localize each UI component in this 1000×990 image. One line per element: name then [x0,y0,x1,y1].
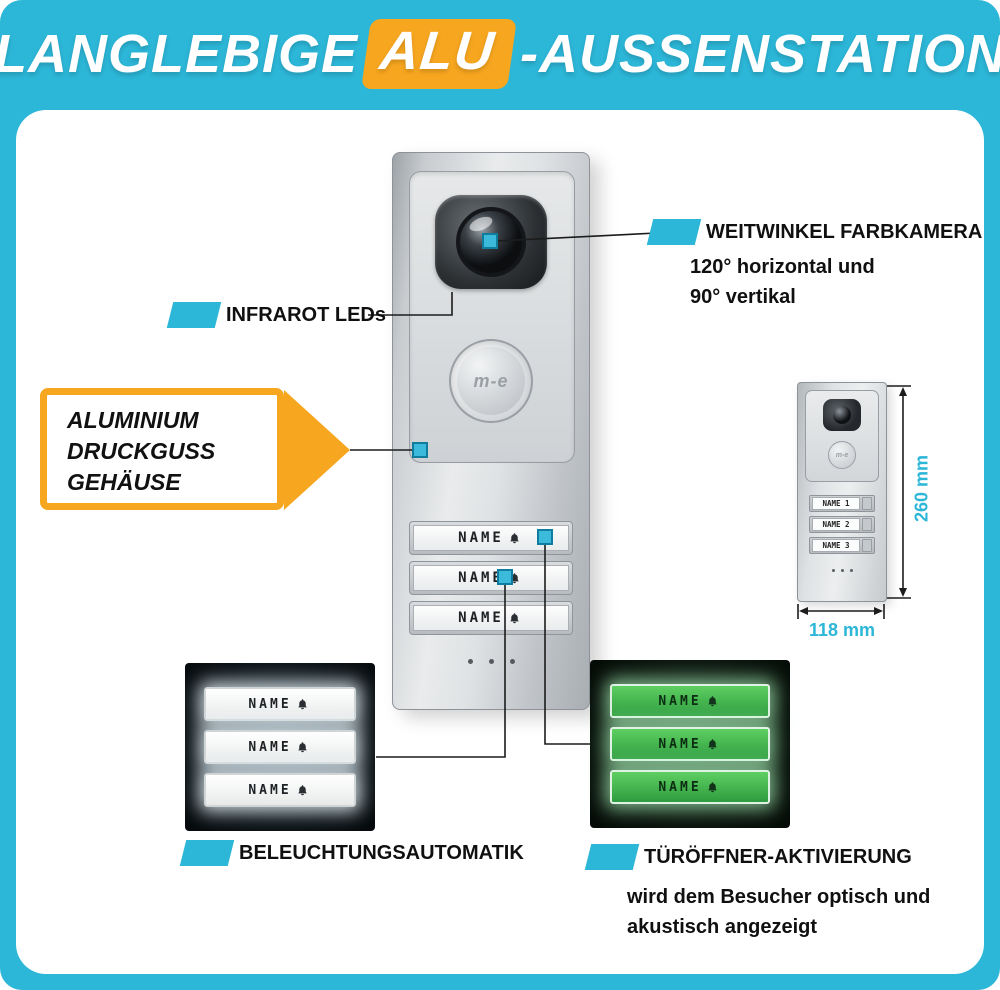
nameplate-window: NAME [413,565,569,591]
mini-door-station: m-e NAME 1 NAME 2 NAME 3 [797,382,887,602]
callout-camera: WEITWINKEL FARBKAMERA [646,219,983,245]
aluminium-arrow [284,390,350,510]
aluminium-line-2: DRUCKGUSS [67,438,216,464]
nameplate-label: NAME [658,736,702,752]
callout-accent [584,844,640,870]
callout-accent [646,219,702,245]
callout-accent [179,840,235,866]
mini-camera-lens [833,406,851,424]
title-part-1: LANGLEBIGE [0,24,359,84]
mini-led-dots [798,559,886,577]
photo-illuminated-nameplates: NAME NAME NAME [185,663,375,831]
nameplate-label: NAME [458,530,504,546]
nameplate-label: NAME [248,739,292,755]
green-nameplate: NAME [610,684,770,718]
illuminated-nameplate: NAME [204,730,356,764]
illuminated-nameplate: NAME [204,773,356,807]
nameplate-window: NAME [413,525,569,551]
camera-lens [456,207,526,277]
camera-label: WEITWINKEL FARBKAMERA [706,220,983,243]
mini-call-button: m-e [828,441,856,469]
mini-bell-button [862,518,872,531]
camera-detail-line-1: 120° horizontal und [690,256,875,278]
door-opener-detail-line-1: wird dem Besucher optisch und [627,886,931,908]
mini-nameplate-row: NAME 3 [809,537,875,554]
call-button: m-e [449,339,533,423]
bell-icon [297,698,307,709]
nameplate-label: NAME [248,696,292,712]
mini-nameplate-label: NAME 3 [812,539,860,552]
mini-nameplate-row: NAME 2 [809,516,875,533]
green-nameplate: NAME [610,727,770,761]
door-opener-details: wird dem Besucher optisch und akustisch … [627,882,930,942]
bell-icon [510,572,519,583]
nameplate-row: NAME [409,561,573,595]
door-station-panel: m-e NAME NAME NAME [392,152,590,710]
led-dots [393,651,589,669]
callout-infrared: INFRAROT LEDs [166,302,386,328]
brand-logo: m-e [473,370,509,391]
title-highlight-box: ALU [361,19,517,89]
nameplate-label: NAME [458,610,504,626]
lighting-label: BELEUCHTUNGSAUTOMATIK [239,841,524,864]
mini-nameplate-row: NAME 1 [809,495,875,512]
green-nameplate: NAME [610,770,770,804]
nameplate-row: NAME [409,601,573,635]
aluminium-line-1: ALUMINIUM [67,407,199,433]
nameplate-window: NAME [413,605,569,631]
infrared-label: INFRAROT LEDs [226,303,386,326]
callout-accent [166,302,222,328]
aluminium-line-3: GEHÄUSE [67,469,181,495]
callout-door-opener: TÜRÖFFNER-AKTIVIERUNG [584,844,912,870]
mini-bell-button [862,539,872,552]
nameplate-label: NAME [458,570,504,586]
camera-detail-line-2: 90° vertikal [690,286,796,308]
title-part-2: -AUSSENSTATION [520,24,1000,84]
door-opener-label: TÜRÖFFNER-AKTIVIERUNG [644,845,912,868]
mini-nameplate-list: NAME 1 NAME 2 NAME 3 [809,495,875,554]
bell-icon [510,612,519,623]
door-opener-detail-line-2: akustisch angezeigt [627,916,818,938]
bell-icon [707,695,717,706]
illuminated-nameplate: NAME [204,687,356,721]
mini-brand-logo: m-e [835,451,849,459]
nameplate-label: NAME [248,782,292,798]
mini-bell-button [862,497,872,510]
photo-door-release-nameplates: NAME NAME NAME [590,660,790,828]
bell-icon [297,741,307,752]
dimension-height-label: 260 mm [911,454,932,523]
aluminium-callout-box: ALUMINIUM DRUCKGUSS GEHÄUSE [40,388,284,510]
mini-nameplate-label: NAME 1 [812,497,860,510]
nameplate-list: NAME NAME NAME [409,521,573,635]
camera-details: 120° horizontal und 90° vertikal [690,252,875,312]
bell-icon [707,781,717,792]
nameplate-label: NAME [658,779,702,795]
mini-camera-bezel [823,399,861,431]
nameplate-label: NAME [658,693,702,709]
nameplate-row: NAME [409,521,573,555]
bell-icon [510,532,519,543]
callout-lighting: BELEUCHTUNGSAUTOMATIK [179,840,524,866]
bell-icon [297,784,307,795]
mini-nameplate-label: NAME 2 [812,518,860,531]
dimension-width-label: 118 mm [808,620,876,640]
title-banner: LANGLEBIGE ALU -AUSSENSTATION [0,0,1000,108]
title-highlight-text: ALU [377,21,498,81]
bell-icon [707,738,717,749]
